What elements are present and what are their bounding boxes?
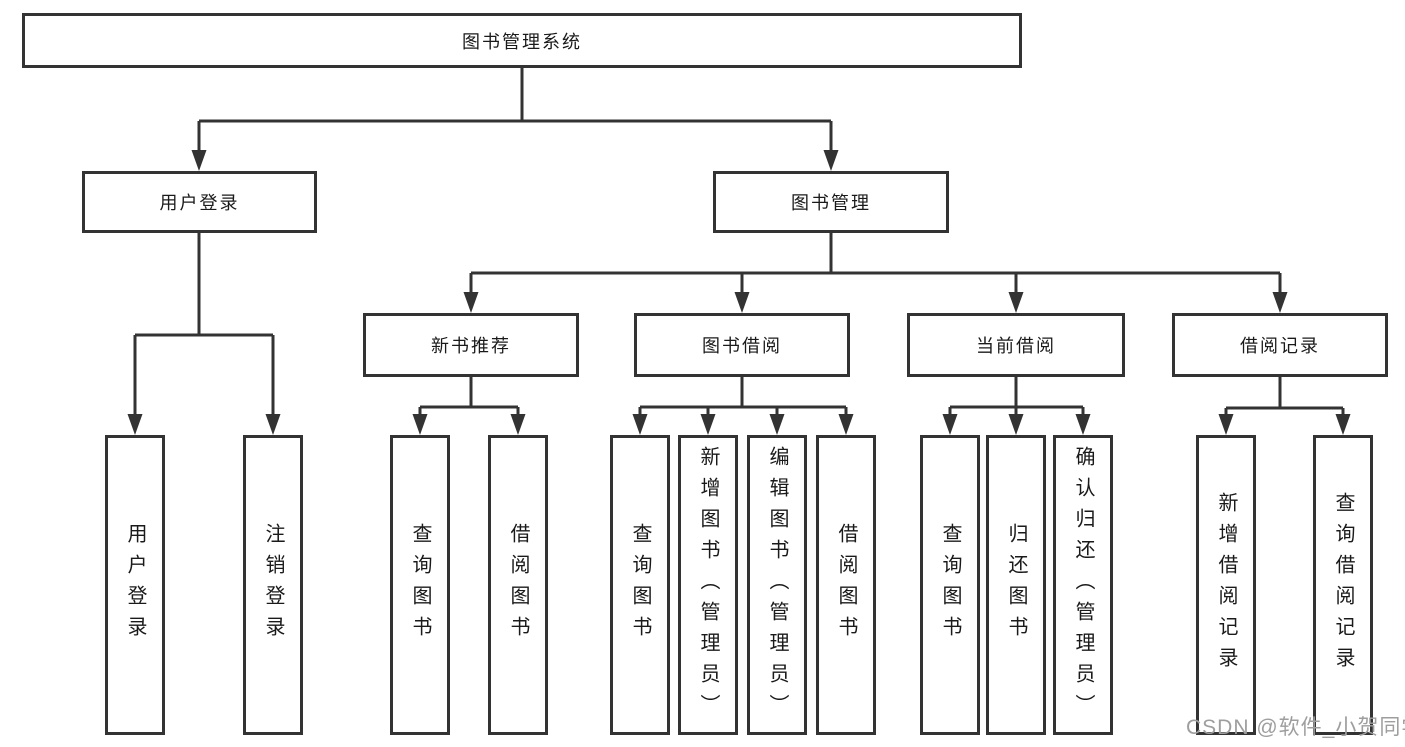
leaf-cb-confirm-return-admin: 确认归还（管理员）: [1053, 435, 1113, 735]
node-book-borrow-label: 图书借阅: [702, 336, 782, 356]
leaf-br-add-record-label: 新增借阅记录: [1215, 492, 1237, 678]
leaf-cb-return-books: 归还图书: [986, 435, 1046, 735]
node-book-management-label: 图书管理: [791, 193, 871, 213]
leaf-br-query-record: 查询借阅记录: [1313, 435, 1373, 735]
leaf-br-query-record-label: 查询借阅记录: [1332, 492, 1354, 678]
leaf-cb-query-books-label: 查询图书: [939, 523, 961, 647]
leaf-nb-query-books-label: 查询图书: [409, 523, 431, 647]
node-user-login-group: 用户登录: [82, 171, 317, 233]
leaf-nb-borrow-books: 借阅图书: [488, 435, 548, 735]
leaf-bb-add-books-admin-label: 新增图书（管理员）: [697, 445, 719, 725]
leaf-user-login: 用户登录: [105, 435, 165, 735]
node-user-login-group-label: 用户登录: [159, 193, 240, 213]
leaf-nb-query-books: 查询图书: [390, 435, 450, 735]
node-root: 图书管理系统: [22, 13, 1022, 68]
leaf-bb-borrow-books-label: 借阅图书: [835, 523, 857, 647]
leaf-cb-query-books: 查询图书: [920, 435, 980, 735]
node-current-borrow-label: 当前借阅: [976, 336, 1056, 356]
leaf-bb-query-books: 查询图书: [610, 435, 670, 735]
csdn-watermark: CSDN @软件_小贺同学: [1186, 716, 1405, 739]
leaf-bb-borrow-books: 借阅图书: [816, 435, 876, 735]
node-root-label: 图书管理系统: [462, 31, 582, 52]
arrowheads: [127, 150, 1351, 435]
leaf-logout: 注销登录: [243, 435, 303, 735]
leaf-cb-confirm-return-admin-label: 确认归还（管理员）: [1072, 445, 1094, 725]
leaf-br-add-record: 新增借阅记录: [1196, 435, 1256, 735]
leaf-bb-edit-books-admin: 编辑图书（管理员）: [747, 435, 807, 735]
leaf-cb-return-books-label: 归还图书: [1005, 523, 1027, 647]
leaf-bb-query-books-label: 查询图书: [629, 523, 651, 647]
node-new-book-recommend-label: 新书推荐: [431, 336, 511, 356]
node-current-borrow: 当前借阅: [907, 313, 1125, 377]
leaf-nb-borrow-books-label: 借阅图书: [507, 523, 529, 647]
node-borrow-records-label: 借阅记录: [1240, 336, 1320, 356]
leaf-user-login-label: 用户登录: [124, 523, 146, 647]
node-borrow-records: 借阅记录: [1172, 313, 1388, 377]
leaf-bb-edit-books-admin-label: 编辑图书（管理员）: [766, 445, 788, 725]
leaf-bb-add-books-admin: 新增图书（管理员）: [678, 435, 738, 735]
node-book-borrow: 图书借阅: [634, 313, 850, 377]
node-new-book-recommend: 新书推荐: [363, 313, 579, 377]
node-book-management: 图书管理: [713, 171, 949, 233]
leaf-logout-label: 注销登录: [262, 523, 284, 647]
